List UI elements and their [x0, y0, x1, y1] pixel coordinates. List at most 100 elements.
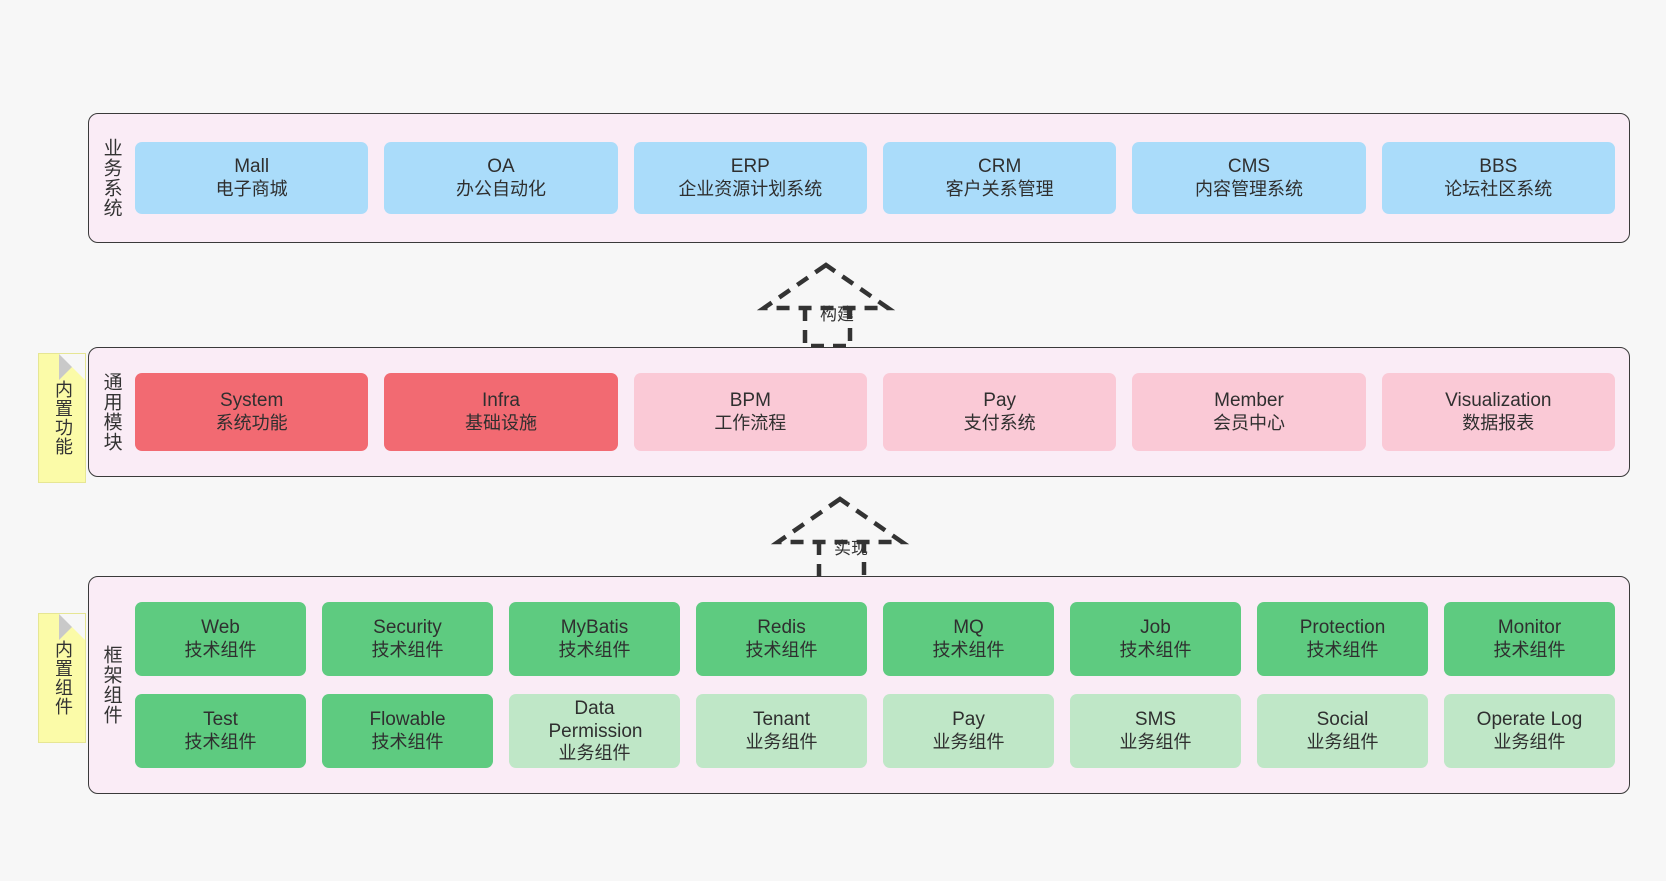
cell-title: Protection [1299, 617, 1386, 639]
cell-subtitle: 技术组件 [745, 639, 818, 660]
note-label: 内置功能 [52, 380, 73, 456]
cell-row: Mall 电子商城 OA 办公自动化 ERP 企业资源计划系统 CRM 客户关系… [135, 142, 1615, 214]
cell-flowable[interactable]: Flowable 技术组件 [322, 694, 493, 768]
cell-subtitle: 技术组件 [932, 639, 1005, 660]
cell-protection[interactable]: Protection 技术组件 [1257, 602, 1428, 676]
cell-title: Monitor [1497, 617, 1562, 639]
cell-test[interactable]: Test 技术组件 [135, 694, 306, 768]
cell-title: ERP [730, 156, 770, 178]
cell-mq[interactable]: MQ 技术组件 [883, 602, 1054, 676]
cell-title: Social [1316, 709, 1369, 731]
cell-bpm[interactable]: BPM 工作流程 [633, 373, 867, 451]
cell-subtitle: 会员中心 [1212, 412, 1285, 433]
band-body-common-module: System 系统功能 Infra 基础设施 BPM 工作流程 Pay 支付系统… [133, 348, 1629, 476]
cell-title: MyBatis [560, 617, 629, 639]
cell-row: Web 技术组件 Security 技术组件 MyBatis 技术组件 Redi… [135, 602, 1615, 676]
cell-row: Test 技术组件 Flowable 技术组件 Data Permission … [135, 694, 1615, 768]
connector-implement: 实现 [766, 492, 926, 584]
cell-title: Flowable [369, 709, 446, 731]
cell-cms[interactable]: CMS 内容管理系统 [1132, 142, 1366, 214]
cell-member[interactable]: Member 会员中心 [1132, 373, 1366, 451]
cell-subtitle: 业务组件 [558, 743, 631, 764]
cell-operate-log[interactable]: Operate Log 业务组件 [1444, 694, 1615, 768]
connector-build-label: 构建 [820, 305, 854, 324]
band-common-module[interactable]: 通用模块 System 系统功能 Infra 基础设施 BPM 工作流程 Pay… [88, 347, 1630, 477]
cell-subtitle: 内容管理系统 [1194, 178, 1303, 199]
cell-data-permission[interactable]: Data Permission 业务组件 [509, 694, 680, 768]
cell-oa[interactable]: OA 办公自动化 [384, 142, 618, 214]
cell-visualization[interactable]: Visualization 数据报表 [1381, 373, 1615, 451]
cell-title: Infra [481, 390, 520, 412]
band-body-framework-component: Web 技术组件 Security 技术组件 MyBatis 技术组件 Redi… [133, 577, 1629, 793]
cell-system[interactable]: System 系统功能 [135, 373, 369, 451]
cell-title: Member [1214, 390, 1284, 412]
cell-mall[interactable]: Mall 电子商城 [135, 142, 369, 214]
cell-title: Redis [757, 617, 806, 639]
cell-web[interactable]: Web 技术组件 [135, 602, 306, 676]
cell-title: System [219, 390, 284, 412]
cell-subtitle: 技术组件 [371, 639, 444, 660]
cell-title: Mall [234, 156, 270, 178]
cell-subtitle: 业务组件 [1493, 731, 1566, 752]
band-framework-component[interactable]: 框架组件 Web 技术组件 Security 技术组件 MyBatis 技术组件… [88, 576, 1630, 794]
cell-infra[interactable]: Infra 基础设施 [384, 373, 618, 451]
cell-erp[interactable]: ERP 企业资源计划系统 [633, 142, 867, 214]
cell-crm[interactable]: CRM 客户关系管理 [882, 142, 1117, 214]
cell-title: BBS [1479, 156, 1518, 178]
note-label: 内置组件 [52, 640, 73, 716]
cell-security[interactable]: Security 技术组件 [322, 602, 493, 676]
cell-bbs[interactable]: BBS 论坛社区系统 [1381, 142, 1615, 214]
cell-title: MQ [953, 617, 984, 639]
cell-subtitle: 业务组件 [1119, 731, 1192, 752]
arrowhead-triangle-icon [756, 262, 896, 311]
arrowhead-triangle-icon [770, 496, 910, 545]
band-label-business-system: 业务系统 [100, 138, 122, 218]
cell-title: CRM [978, 156, 1022, 178]
cell-subtitle: 工作流程 [714, 412, 787, 433]
cell-title: Tenant [752, 709, 811, 731]
connector-build: 构建 [752, 258, 912, 350]
cell-title: Job [1140, 617, 1171, 639]
cell-title: Pay [952, 709, 985, 731]
cell-subtitle: 技术组件 [371, 731, 444, 752]
cell-title: Data Permission [548, 697, 643, 743]
cell-row: System 系统功能 Infra 基础设施 BPM 工作流程 Pay 支付系统… [135, 373, 1615, 451]
note-builtin-component: 内置组件 [38, 613, 86, 743]
cell-job[interactable]: Job 技术组件 [1070, 602, 1241, 676]
cell-title: Web [201, 617, 240, 639]
cell-subtitle: 技术组件 [1306, 639, 1379, 660]
band-business-system[interactable]: 业务系统 Mall 电子商城 OA 办公自动化 ERP 企业资源计划系统 CRM… [88, 113, 1630, 243]
cell-title: Test [203, 709, 238, 731]
cell-pay[interactable]: Pay 支付系统 [882, 373, 1117, 451]
cell-subtitle: 办公自动化 [455, 178, 546, 199]
band-label-common-module: 通用模块 [100, 372, 122, 452]
cell-redis[interactable]: Redis 技术组件 [696, 602, 867, 676]
cell-subtitle: 技术组件 [184, 639, 257, 660]
cell-monitor[interactable]: Monitor 技术组件 [1444, 602, 1615, 676]
cell-pay-component[interactable]: Pay 业务组件 [883, 694, 1054, 768]
cell-subtitle: 客户关系管理 [945, 178, 1054, 199]
cell-subtitle: 技术组件 [184, 731, 257, 752]
cell-subtitle: 业务组件 [932, 731, 1005, 752]
cell-subtitle: 系统功能 [215, 412, 288, 433]
band-body-business-system: Mall 电子商城 OA 办公自动化 ERP 企业资源计划系统 CRM 客户关系… [133, 114, 1629, 242]
cell-subtitle: 业务组件 [1306, 731, 1379, 752]
cell-subtitle: 技术组件 [1493, 639, 1566, 660]
cell-title: Operate Log [1476, 709, 1583, 731]
cell-subtitle: 业务组件 [745, 731, 818, 752]
cell-sms[interactable]: SMS 业务组件 [1070, 694, 1241, 768]
note-builtin-function: 内置功能 [38, 353, 86, 483]
cell-mybatis[interactable]: MyBatis 技术组件 [509, 602, 680, 676]
band-label-framework-component: 框架组件 [100, 645, 122, 725]
cell-subtitle: 电子商城 [215, 178, 288, 199]
cell-subtitle: 技术组件 [558, 639, 631, 660]
cell-title: Visualization [1445, 390, 1552, 412]
cell-tenant[interactable]: Tenant 业务组件 [696, 694, 867, 768]
cell-title: OA [487, 156, 515, 178]
cell-subtitle: 数据报表 [1462, 412, 1535, 433]
cell-social[interactable]: Social 业务组件 [1257, 694, 1428, 768]
cell-subtitle: 基础设施 [464, 412, 537, 433]
cell-subtitle: 支付系统 [963, 412, 1036, 433]
cell-subtitle: 技术组件 [1119, 639, 1192, 660]
cell-title: Security [373, 617, 442, 639]
